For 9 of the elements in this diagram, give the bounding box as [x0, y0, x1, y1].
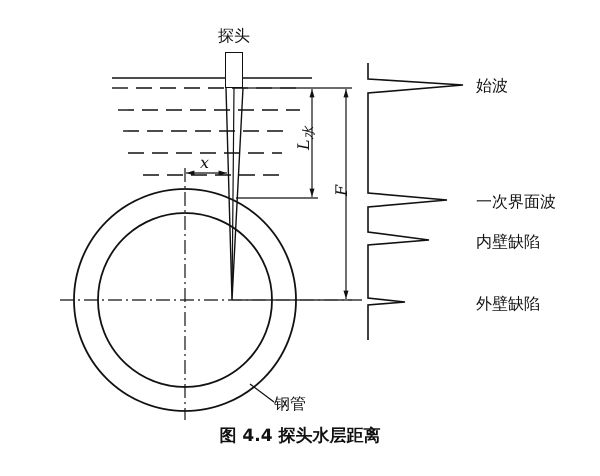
probe-label: 探头 [218, 28, 250, 44]
figure-caption: 图 4.4 探头水层距离 [220, 428, 380, 445]
leader-line [250, 383, 274, 403]
signal-label: 始波 [476, 78, 508, 94]
signal-label: 外壁缺陷 [476, 296, 540, 312]
signal-label: 内壁缺陷 [476, 234, 540, 250]
dimension-label: x [200, 155, 210, 171]
signal-label: 一次界面波 [476, 194, 556, 210]
part-label: 钢管 [274, 396, 306, 412]
